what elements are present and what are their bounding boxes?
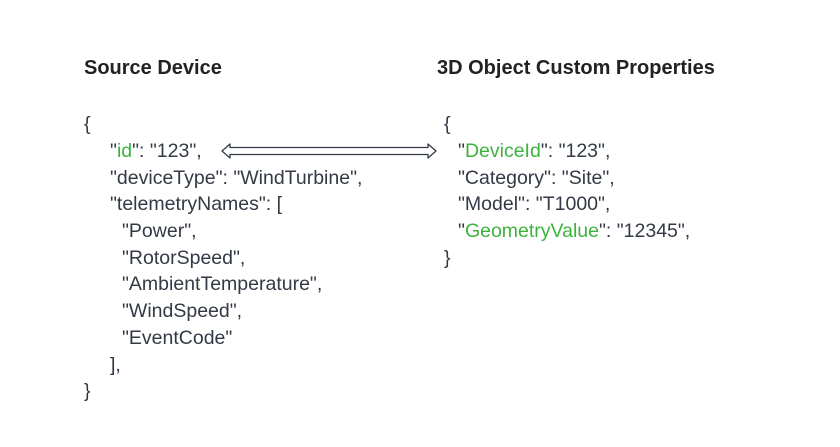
target-close: } — [444, 247, 451, 269]
source-close: } — [84, 380, 91, 402]
device-id-value: ": "123", — [540, 140, 611, 162]
quote: " — [110, 140, 117, 162]
target-open: { — [444, 113, 451, 135]
id-value: ": "123", — [132, 140, 202, 162]
array-close: ], — [110, 354, 121, 376]
quote: " — [458, 220, 465, 242]
source-title: Source Device — [84, 57, 222, 79]
telemetry-item: "RotorSpeed", — [122, 247, 246, 269]
device-type-line: "deviceType": "WindTurbine", — [110, 167, 363, 189]
category-line: "Category": "Site", — [458, 167, 615, 189]
telemetry-item: "AmbientTemperature", — [122, 273, 323, 295]
geometry-key: GeometryValue — [464, 220, 599, 242]
id-key: id — [116, 140, 133, 162]
source-open: { — [84, 113, 91, 135]
device-id-line: "DeviceId": "123", — [458, 140, 610, 162]
geometry-line: "GeometryValue": "12345", — [458, 220, 690, 242]
model-line: "Model": "T1000", — [458, 193, 611, 215]
telemetry-item: "Power", — [122, 220, 197, 242]
geometry-value: ": "12345", — [598, 220, 691, 242]
source-id-line: "id": "123", — [110, 140, 202, 162]
device-id-key: DeviceId — [464, 140, 541, 162]
double-arrow-icon — [221, 143, 437, 159]
telemetry-names-line: "telemetryNames": [ — [110, 193, 283, 215]
target-title: 3D Object Custom Properties — [437, 57, 715, 79]
telemetry-item: "EventCode" — [122, 327, 233, 349]
telemetry-item: "WindSpeed", — [122, 300, 243, 322]
quote: " — [458, 140, 465, 162]
